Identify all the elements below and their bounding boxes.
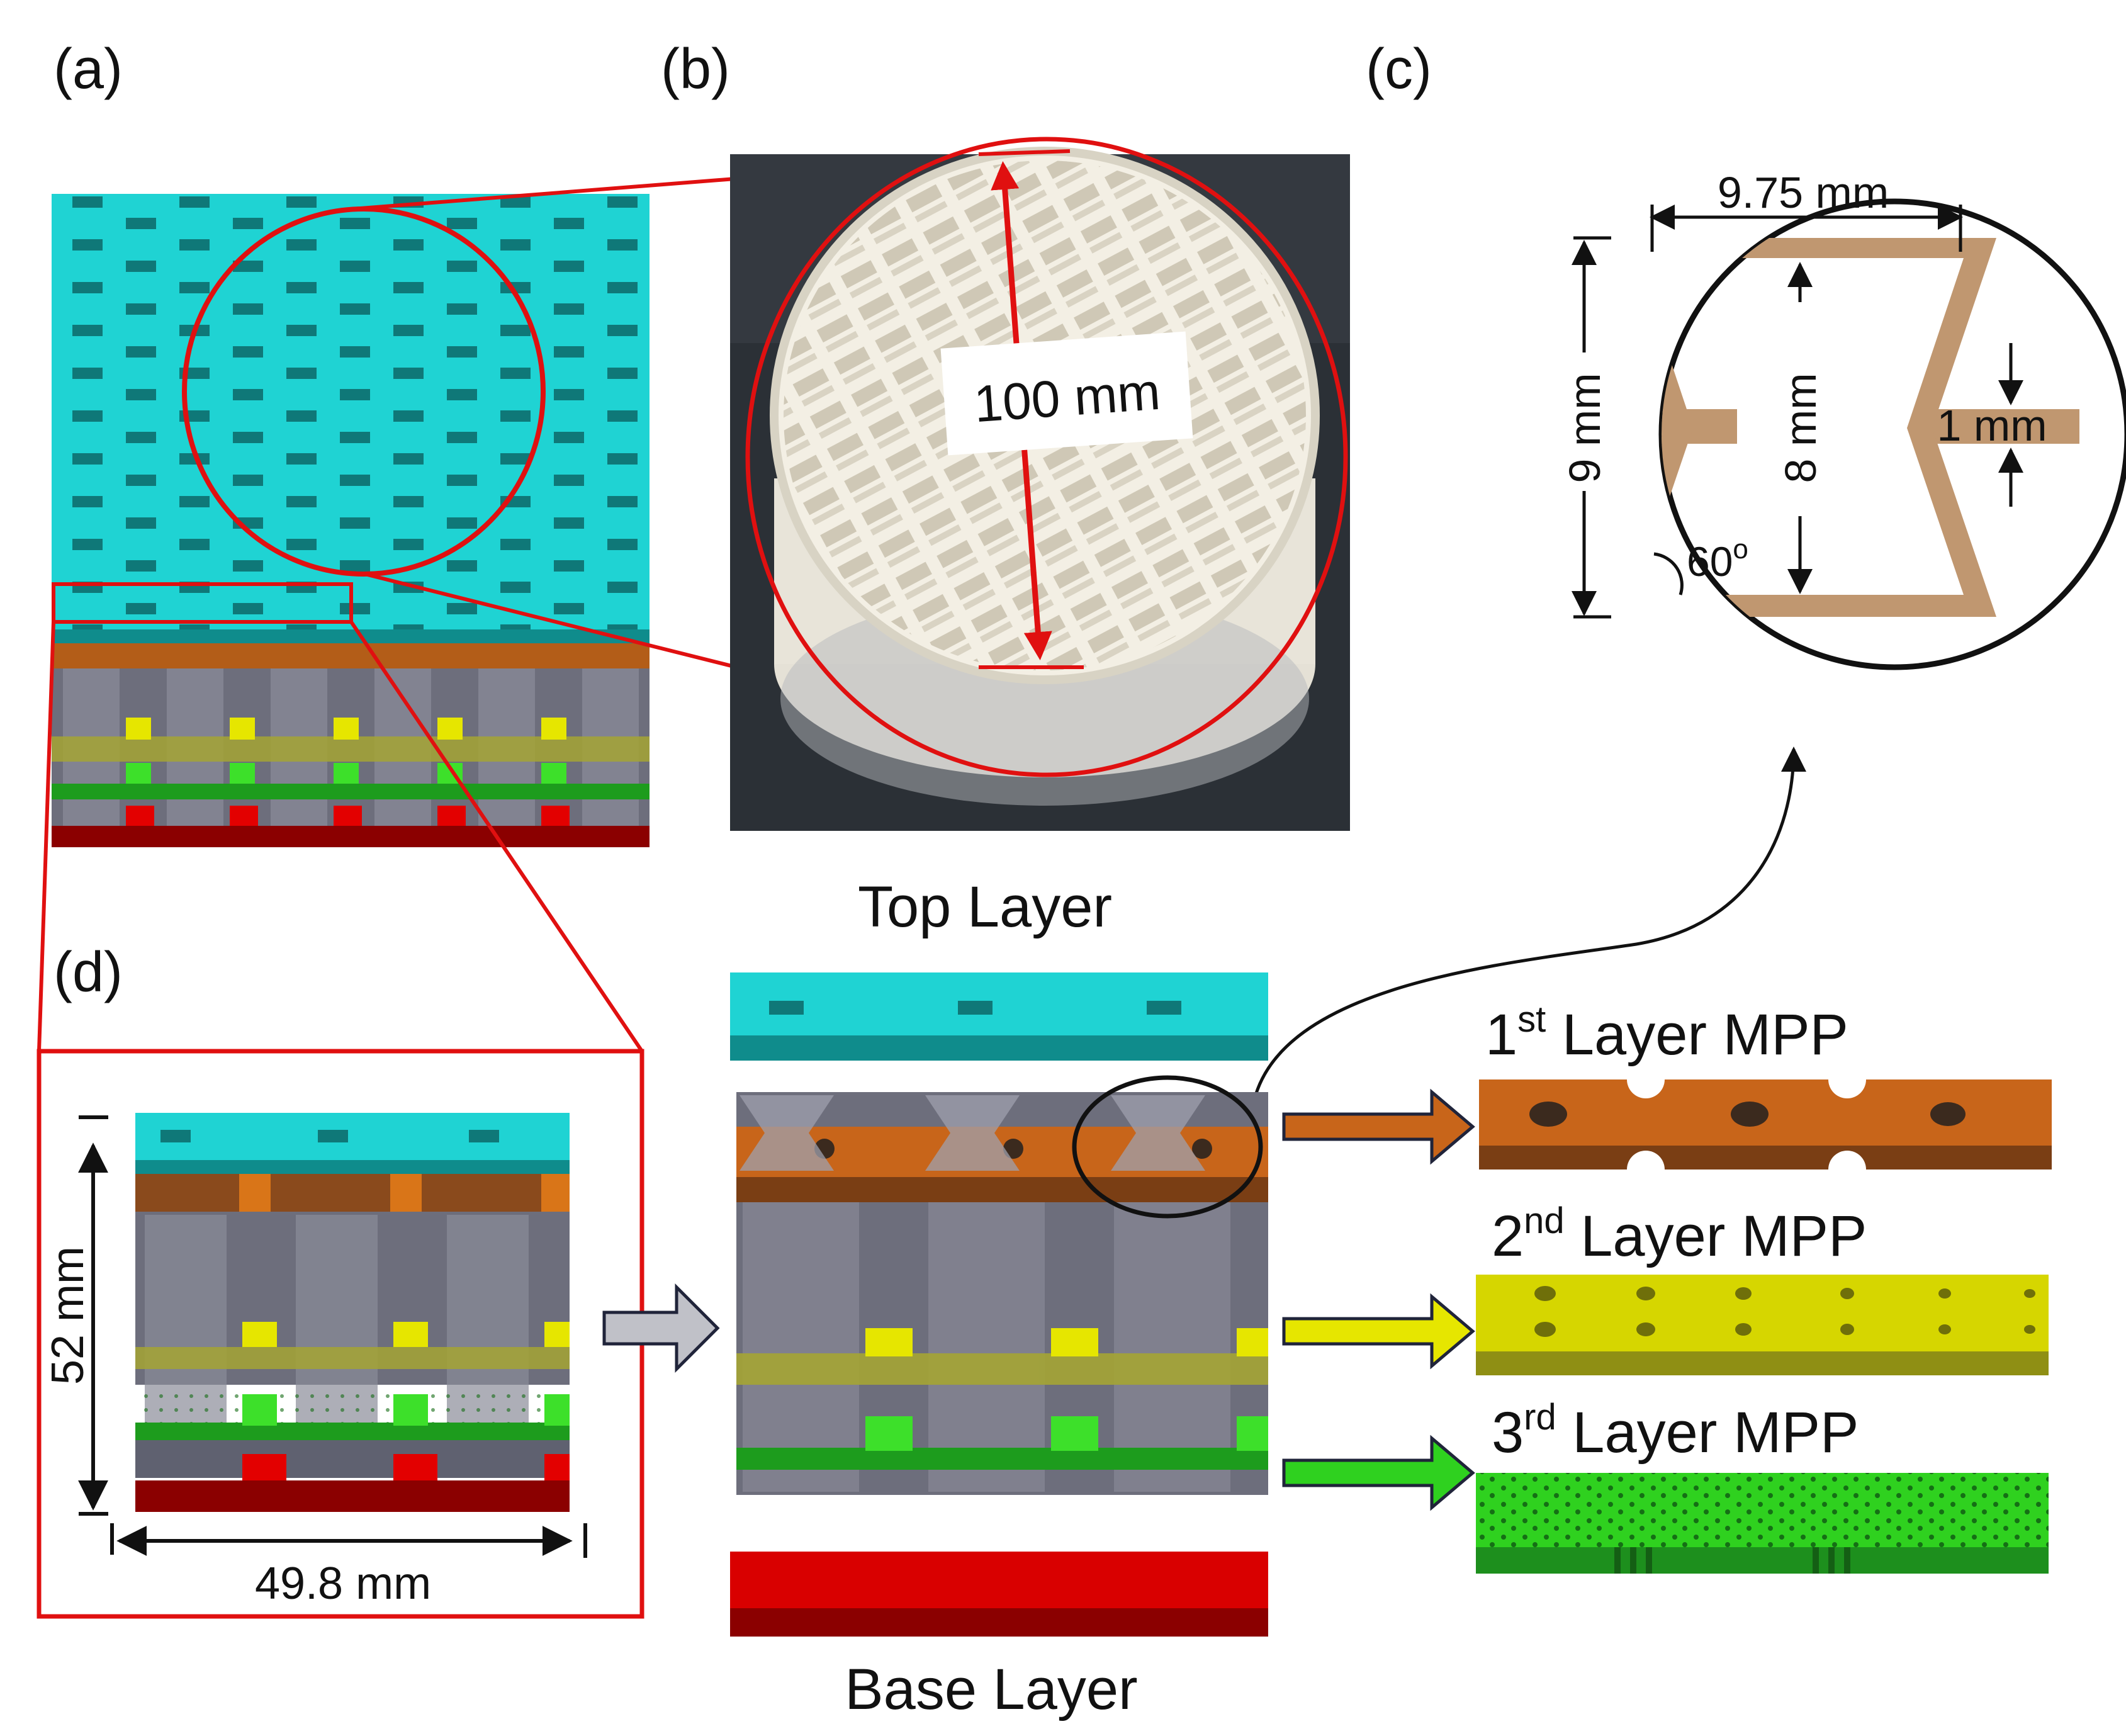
top-layer-label: Top Layer <box>858 875 1112 939</box>
slot-pattern <box>52 194 650 629</box>
layer-1-label: 1st Layer MPP <box>1485 999 1848 1067</box>
dim-thickness-label: 1 mm <box>1937 401 2047 450</box>
arrow-layer-3 <box>1282 1434 1475 1511</box>
zoom-region <box>52 582 353 624</box>
detail-ellipse <box>1072 1075 1263 1219</box>
dim-width-label: 9.75 mm <box>1718 168 1889 217</box>
layer-1-plate <box>1479 1079 2052 1170</box>
dim-49-8-label: 49.8 mm <box>255 1558 431 1609</box>
layer-3-plate <box>1476 1473 2049 1574</box>
base-plate-a <box>52 826 650 847</box>
arrow-layer-2 <box>1282 1293 1475 1370</box>
panel-label-a: (a) <box>53 38 123 101</box>
panel-label-b: (b) <box>661 38 730 101</box>
base-layer <box>730 1552 1268 1637</box>
dim-52-label: 52 mm <box>43 1246 93 1385</box>
arrow-layer-1 <box>1282 1088 1475 1165</box>
layer-2-plate <box>1476 1275 2049 1375</box>
photo-highlight-circle <box>745 137 1348 777</box>
base-layer-label: Base Layer <box>845 1657 1137 1722</box>
layer-2-label: 2nd Layer MPP <box>1492 1200 1867 1268</box>
dim-inner-label: 8 mm <box>1776 373 1825 483</box>
photo-sample <box>730 147 1350 831</box>
arrow-to-stack <box>602 1283 720 1373</box>
top-layer <box>730 972 1268 1061</box>
mpp-stack <box>736 1092 1268 1495</box>
panel-label-c: (c) <box>1366 38 1432 101</box>
detail-connector <box>1254 747 1806 1096</box>
zoom-assembly <box>135 1113 570 1512</box>
layer-3-label: 3rd Layer MPP <box>1492 1397 1859 1465</box>
panel-label-d: (d) <box>53 941 123 1004</box>
panel-a-assembly <box>52 194 650 847</box>
dim-height-label: 9 mm <box>1560 373 1609 483</box>
diameter-label: 100 mm <box>972 363 1162 433</box>
angle-label: 60o <box>1687 534 1748 585</box>
unit-cell-profile <box>1662 238 2079 617</box>
